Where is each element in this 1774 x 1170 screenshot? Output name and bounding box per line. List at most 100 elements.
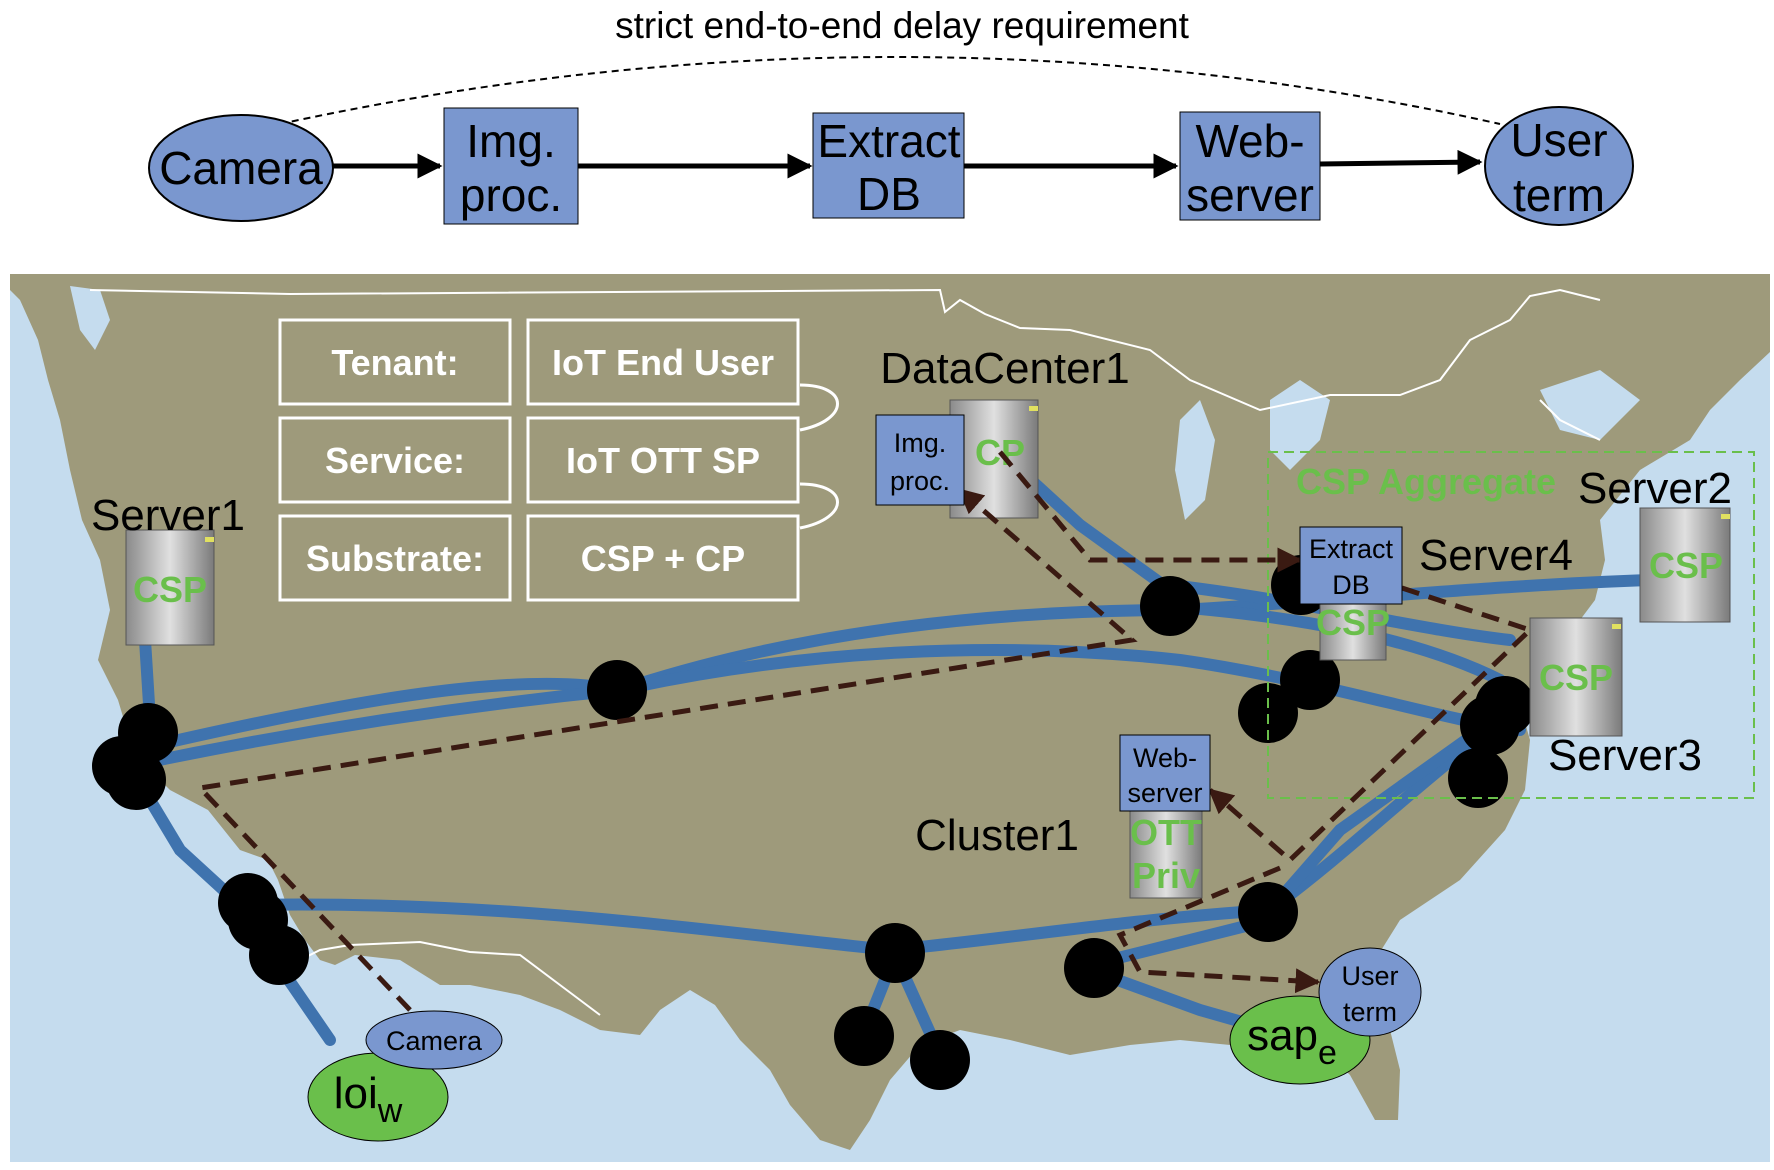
server2-indicator [1721, 514, 1730, 519]
server2-csp-label: CSP [1649, 545, 1723, 586]
legend-service-label-cell [278, 416, 512, 504]
extract-db-label-line1: Extract [817, 115, 960, 167]
server1-label: Server1 [91, 491, 245, 540]
path-extract-to-webserver [1208, 585, 1535, 864]
network-node [1238, 882, 1298, 942]
map-lake [1270, 380, 1330, 470]
link-north-1 [129, 574, 1656, 756]
map-web-server-line1: Web- [1133, 743, 1197, 773]
csp-aggregate-label: CSP Aggregate [1296, 461, 1556, 502]
server2-label: Server2 [1578, 464, 1732, 513]
legend-table [278, 318, 839, 602]
map-user-term-ellipse [1318, 947, 1422, 1037]
cluster1-ott-label: OTT [1130, 812, 1202, 853]
server3-indicator [1612, 624, 1621, 629]
server2-icon [1639, 507, 1731, 623]
server1: CSP Server1 [91, 491, 245, 646]
map-camera: Camera [365, 1010, 503, 1070]
link-dc1 [1014, 464, 1176, 596]
map: CSP Aggregate CSP Server1 CP DataCenter1… [10, 274, 1770, 1162]
map-extract-db: Extract DB [1299, 526, 1403, 605]
path-camera-to-imgproc [194, 488, 1138, 1012]
img-proc-label-line1: Img. [466, 115, 555, 167]
legend-substrate-value: CSP + CP [581, 538, 745, 579]
map-web-server-line2: server [1127, 778, 1202, 808]
legend-substrate-value-cell [526, 514, 800, 602]
csp-aggregate-box [1267, 451, 1755, 799]
map-puget-sound [70, 286, 110, 350]
delay-requirement-arc [279, 56, 1501, 125]
legend-tenant-label: Tenant: [331, 342, 458, 383]
server2: CSP Server2 [1578, 464, 1732, 623]
legend-service-label: Service: [325, 440, 465, 481]
map-web-server: Web- server [1119, 734, 1211, 812]
server3-icon [1529, 617, 1623, 737]
map-img-proc-box [875, 414, 965, 506]
network-node [1064, 938, 1124, 998]
network-node [587, 660, 647, 720]
web-server-label-line1: Web- [1195, 115, 1304, 167]
server4: CSP Server4 [1316, 531, 1573, 661]
network-node [1460, 695, 1520, 755]
loi-w-endpoint: loiw [307, 1052, 449, 1142]
network-node [1448, 748, 1508, 808]
camera-label: Camera [159, 142, 323, 194]
server3: CSP Server3 [1529, 617, 1702, 780]
server1-indicator [205, 537, 214, 542]
server4-label: Server4 [1419, 531, 1573, 580]
map-extract-db-line2: DB [1332, 570, 1370, 600]
link-south-1 [239, 739, 1476, 957]
user-term-label-line2: term [1513, 169, 1605, 221]
extract-db-label-line2: DB [857, 168, 921, 220]
datacenter1: CP DataCenter1 [880, 344, 1130, 519]
service-path [194, 450, 1535, 1012]
user-term-node [1484, 106, 1634, 226]
network-node [1140, 576, 1200, 636]
map-land [10, 274, 1770, 1150]
state-borders [89, 288, 1601, 1016]
sap-label: sape [1247, 1011, 1337, 1072]
network-node [249, 925, 309, 985]
loi-label: loiw [334, 1069, 403, 1130]
cluster1: OTT Priv Cluster1 [915, 807, 1203, 899]
network-node [834, 1006, 894, 1066]
server4-csp-label: CSP [1316, 602, 1390, 643]
legend-curve-arrow-1 [799, 383, 839, 432]
map-img-proc: Img. proc. [875, 414, 965, 506]
map-extract-db-line1: Extract [1309, 534, 1394, 564]
server3-csp-label: CSP [1539, 657, 1613, 698]
cluster1-label: Cluster1 [915, 811, 1079, 860]
map-img-proc-line2: proc. [890, 466, 950, 496]
top-flow: strict end-to-end delay requirement Came… [148, 5, 1634, 226]
user-term-label-line1: User [1510, 114, 1607, 166]
link-south-2 [1264, 724, 1486, 916]
datacenter1-indicator [1029, 406, 1038, 411]
web-server-node [1179, 111, 1321, 221]
legend-substrate-label-cell [278, 514, 512, 602]
cluster1-icon [1129, 807, 1203, 899]
legend-substrate-label: Substrate: [306, 538, 484, 579]
web-server-label-line2: server [1186, 169, 1314, 221]
sap-text: sap [1247, 1011, 1318, 1060]
flow-arrow-4 [1319, 149, 1483, 175]
map-camera-label: Camera [386, 1026, 483, 1056]
network-node [1238, 683, 1298, 743]
path-webserver-to-userterm [1116, 865, 1321, 994]
legend-tenant-value-cell [526, 318, 800, 406]
map-web-server-box [1119, 734, 1211, 812]
network-node [865, 923, 925, 983]
map-img-proc-line1: Img. [894, 428, 947, 458]
cluster1-priv-label: Priv [1132, 855, 1200, 896]
network-nodes [92, 555, 1535, 1090]
img-proc-label-line2: proc. [460, 169, 562, 221]
map-lake-2 [1175, 400, 1215, 520]
map-user-term-line2: term [1343, 997, 1397, 1027]
sap-subscript: e [1318, 1034, 1337, 1072]
network-node [106, 750, 166, 810]
path-imgproc-to-extract [998, 450, 1303, 573]
map-camera-ellipse [365, 1010, 503, 1070]
datacenter1-label: DataCenter1 [880, 344, 1129, 393]
legend-tenant-value: IoT End User [552, 342, 774, 383]
map-extract-db-box [1299, 526, 1403, 605]
